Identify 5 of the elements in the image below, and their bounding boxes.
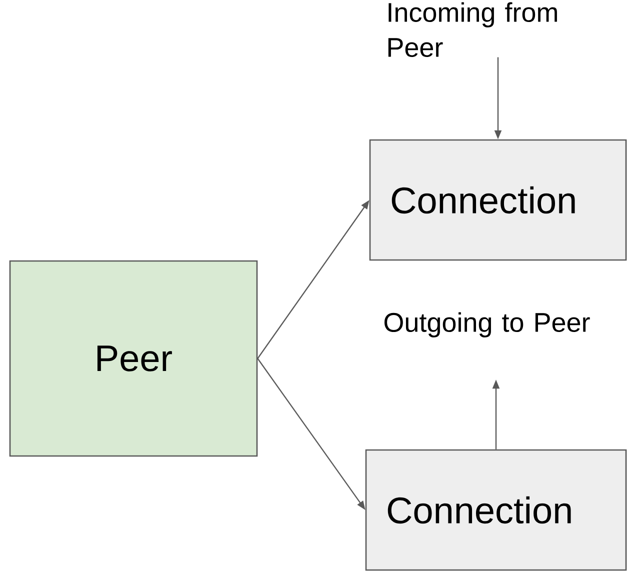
connection-box: Connection [369, 139, 627, 261]
text-label: Incoming from Peer [388, 2, 557, 58]
connection-box: Connection [365, 449, 627, 571]
peer-box: Peer [9, 260, 258, 457]
text-label: Outgoing to Peer [384, 312, 590, 338]
